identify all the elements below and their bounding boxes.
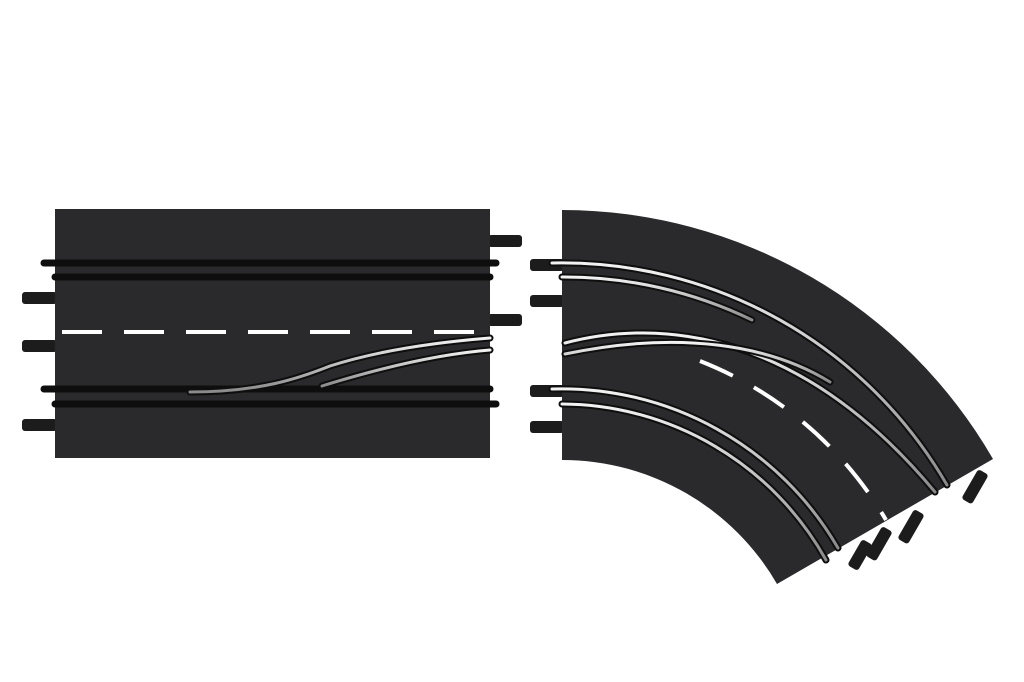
rail xyxy=(550,261,949,487)
lane-change-rail xyxy=(320,348,492,388)
connector-tab xyxy=(488,235,522,247)
rail xyxy=(550,387,840,550)
curved-track-piece xyxy=(530,210,993,584)
straight-rails xyxy=(40,259,500,408)
curve-connectors xyxy=(530,259,988,570)
rail xyxy=(560,402,828,562)
connector-tab xyxy=(962,470,988,504)
lane-change-rail xyxy=(563,340,832,384)
connector-tab xyxy=(22,340,57,352)
connector-tab xyxy=(866,527,892,561)
curved-track-surface xyxy=(562,210,993,584)
rail xyxy=(560,275,754,322)
lane-marking xyxy=(699,359,888,522)
connector-tab xyxy=(530,421,564,433)
connector-tab xyxy=(848,540,872,570)
straight-connectors xyxy=(22,235,522,431)
connector-tab xyxy=(898,510,924,544)
curve-rails xyxy=(548,259,951,564)
connector-tab xyxy=(530,295,564,307)
connector-tab xyxy=(22,419,57,431)
connector-tab xyxy=(22,292,57,304)
connector-tab xyxy=(488,314,522,326)
straight-track-piece xyxy=(22,209,522,458)
lane-change-rail xyxy=(188,336,492,394)
